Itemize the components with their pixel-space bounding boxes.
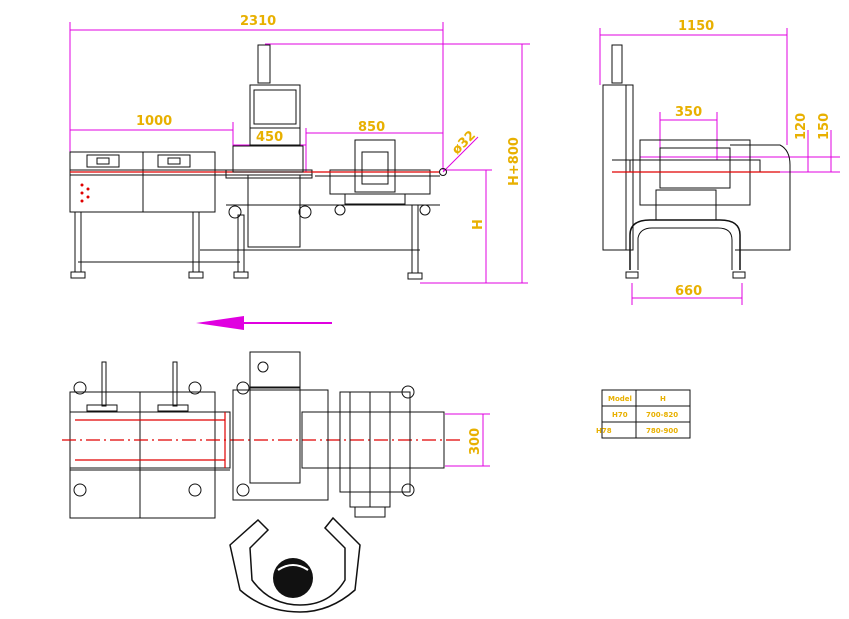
- spec-header-model: Model: [608, 395, 632, 403]
- front-view: 2310 1000 450 850 ø32 H H+800: [69, 14, 530, 284]
- dim-roller-diameter: ø32: [449, 128, 479, 158]
- top-view: 300: [62, 351, 490, 613]
- dim-aperture: 350: [675, 105, 702, 120]
- spec-row1-model: H70: [612, 411, 628, 419]
- dim-150: 150: [817, 113, 832, 140]
- dim-belt-width: 300: [468, 428, 483, 455]
- dim-infeed: 1000: [136, 114, 172, 129]
- spec-table: Model H H70 700-820 H78 780-900: [596, 389, 691, 439]
- operator-figure: [229, 516, 361, 613]
- dim-height: H: [471, 219, 486, 230]
- dim-total-height: H+800: [507, 137, 522, 186]
- spec-row2-model: H78: [596, 427, 612, 435]
- spec-row2-h: 780-900: [646, 427, 678, 435]
- flow-direction-arrow: [196, 316, 332, 330]
- dim-overall-length: 2310: [240, 14, 276, 29]
- spec-header-h: H: [660, 395, 666, 403]
- dim-outfeed: 850: [358, 120, 385, 135]
- dim-120: 120: [794, 113, 809, 140]
- spec-row1-h: 700-820: [646, 411, 678, 419]
- dim-width: 1150: [678, 19, 714, 34]
- side-view: 1150 350 120 150 660: [599, 19, 840, 305]
- dim-detector: 450: [256, 130, 283, 145]
- dim-base: 660: [675, 284, 702, 299]
